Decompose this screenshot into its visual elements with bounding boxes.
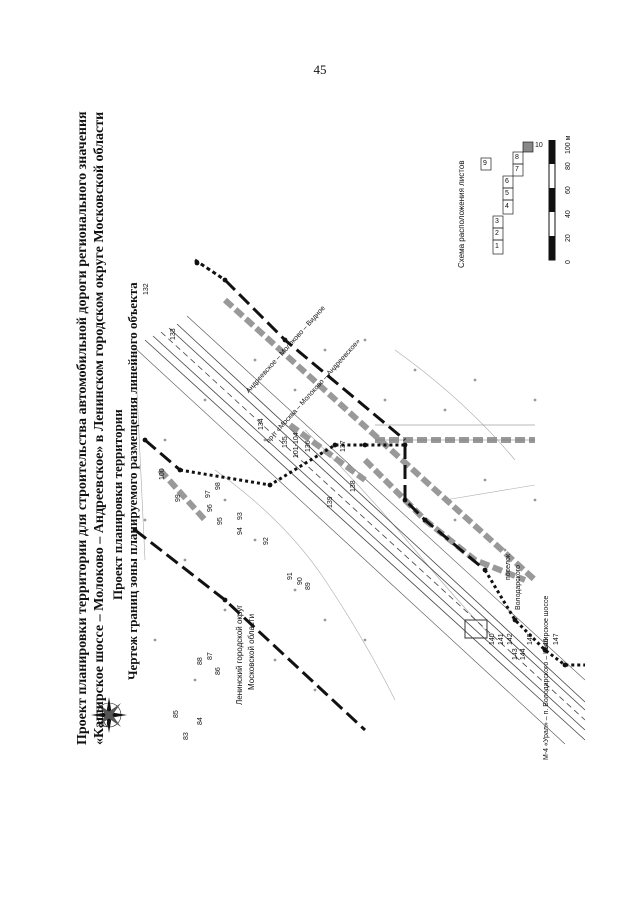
- sheet-num-7: 7: [515, 166, 519, 173]
- point-84: 84: [197, 717, 204, 725]
- bottom-label-c: поселок: [505, 554, 512, 580]
- point-89: 89: [305, 582, 312, 590]
- point-147: 147: [553, 633, 560, 645]
- sheet-num-4: 4: [505, 203, 509, 210]
- building-block: [464, 619, 488, 639]
- point-87: 87: [207, 652, 214, 660]
- point-133: 133: [170, 328, 177, 340]
- compass-label: N: [103, 722, 109, 729]
- title-line-1: Проект планировки территории для строите…: [75, 111, 90, 745]
- point-93: 93: [237, 512, 244, 520]
- page-number: 45: [313, 62, 327, 77]
- point-138: 138: [350, 480, 357, 492]
- point-134: 134: [258, 418, 265, 430]
- planning-sheet: Проект планировки территории для строите…: [65, 111, 585, 760]
- sheet-num-8: 8: [515, 154, 519, 161]
- point-86: 86: [215, 667, 222, 675]
- scale-tick-40: 40: [565, 210, 572, 218]
- point-143: 143: [512, 648, 519, 660]
- sheet-num-5: 5: [505, 190, 509, 197]
- point-85: 85: [173, 710, 180, 718]
- scale-tick-20: 20: [565, 234, 572, 242]
- point-99: 99: [175, 494, 182, 502]
- point-142: 142: [507, 633, 514, 645]
- sheet-num-3: 3: [495, 218, 499, 225]
- scale-tick-0: 0: [565, 260, 572, 264]
- sheet-num-6: 6: [505, 178, 509, 185]
- point-88: 88: [197, 657, 204, 665]
- sheet-num-10: 10: [535, 142, 543, 149]
- sheet-num-2: 2: [495, 230, 499, 237]
- point-92: 92: [263, 537, 270, 545]
- point-135: 135: [282, 436, 289, 448]
- point-90: 90: [297, 577, 304, 585]
- scale-tick-80: 80: [565, 162, 572, 170]
- point-97: 97: [205, 490, 212, 498]
- point-94: 94: [237, 527, 244, 535]
- main-road: [134, 315, 585, 745]
- scale-bar: [548, 140, 556, 261]
- point-96: 96: [207, 504, 214, 512]
- planning-map: [91, 140, 585, 745]
- sheet-num-9: 9: [483, 160, 487, 167]
- bottom-label-b: Володарского: [515, 564, 522, 610]
- scale-tick-100: 100 м: [565, 135, 572, 154]
- compass-rose-icon: [91, 697, 127, 733]
- title-line-3: Проект планировки территории: [110, 409, 125, 600]
- point-83: 83: [183, 732, 190, 740]
- point-132: 132: [143, 283, 150, 295]
- point-98: 98: [215, 482, 222, 490]
- point-136: 136: [305, 440, 312, 452]
- bottom-road-label: М-4 «Урал» – п. Володарского – Каширское…: [543, 595, 550, 760]
- point-145: 145: [527, 633, 534, 645]
- point-137: 137: [340, 440, 347, 452]
- point-144: 144: [520, 648, 527, 660]
- point-140: 140: [489, 633, 496, 645]
- point-91: 91: [287, 572, 294, 580]
- title-line-2: «Каширское шоссе – Молоково – Андреевско…: [92, 111, 107, 745]
- point-100: 100: [159, 468, 166, 480]
- scale-tick-60: 60: [565, 186, 572, 194]
- sheet-num-1: 1: [495, 243, 499, 250]
- title-line-4: Чертеж границ зоны планируемого размещен…: [125, 282, 140, 680]
- boundary-points: [132, 260, 568, 668]
- point-101-104: 101-104: [293, 432, 300, 458]
- sheet-layout-diagram: [480, 141, 534, 255]
- point-141: 141: [498, 633, 505, 645]
- point-95: 95: [217, 517, 224, 525]
- district-label: Ленинский городской округ: [235, 604, 244, 705]
- legend-title: Схема расположения листов: [457, 160, 466, 268]
- region-label: Московской области: [247, 613, 256, 690]
- point-146: 146: [543, 638, 550, 650]
- point-139: 139: [327, 496, 334, 508]
